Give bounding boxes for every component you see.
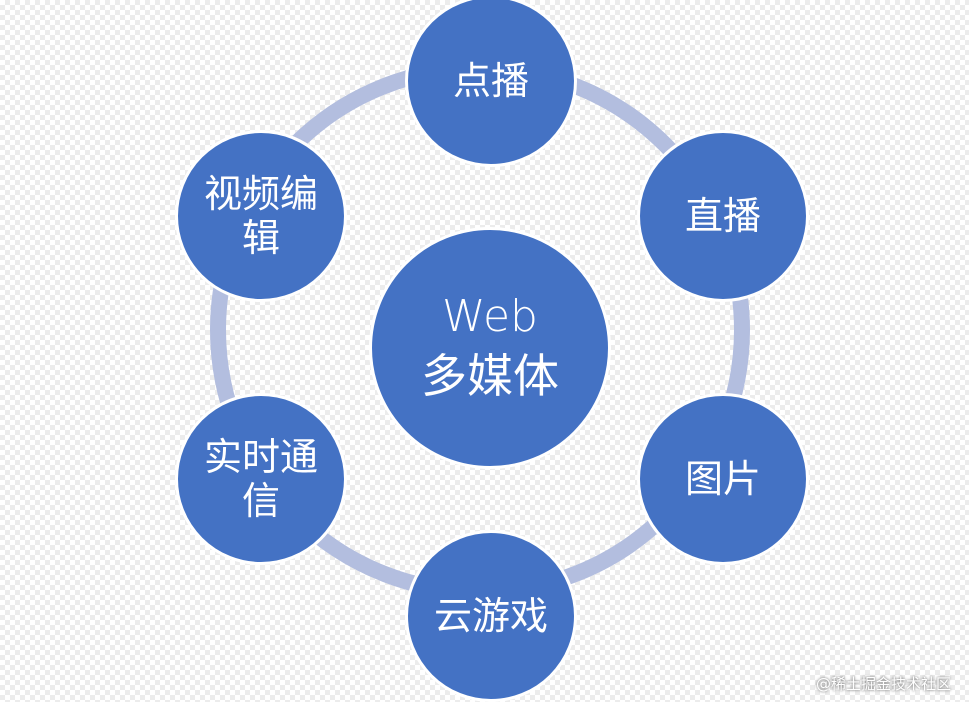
- node-yunyouxi: 云游戏: [405, 530, 577, 702]
- node-label: 图片: [684, 457, 761, 501]
- watermark: @稀土掘金技术社区: [815, 675, 951, 693]
- node-tupian: 图片: [637, 393, 809, 565]
- node-shishi-tongxin: 实时通信: [175, 393, 347, 565]
- node-zhibo: 直播: [637, 130, 809, 302]
- node-label: 云游戏: [433, 594, 548, 638]
- node-shipin-bianji: 视频编辑: [175, 130, 347, 302]
- node-label: 点播: [452, 59, 529, 103]
- center-node-web-multimedia: Web 多媒体: [369, 227, 611, 469]
- node-label: 直播: [684, 194, 761, 238]
- node-dianbo: 点播: [405, 0, 577, 167]
- node-label: 实时通信: [203, 435, 318, 523]
- center-title: Web: [442, 291, 538, 342]
- center-subtitle: 多媒体: [421, 349, 559, 403]
- node-label: 视频编辑: [203, 172, 318, 260]
